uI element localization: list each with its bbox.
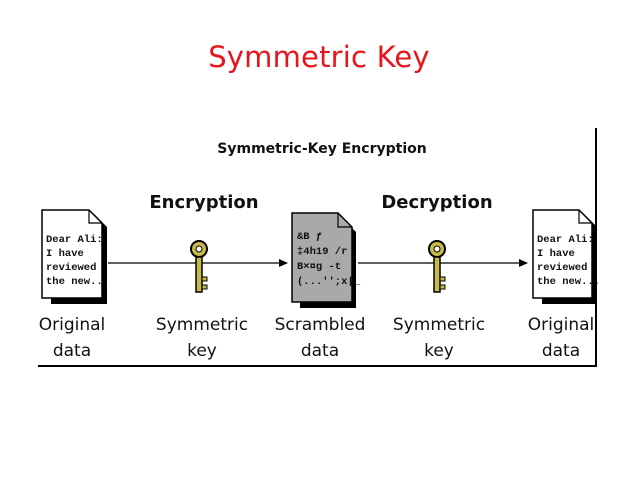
doc-line: reviewed xyxy=(46,262,96,274)
caption-original-left-2: data xyxy=(53,341,91,361)
document-icon: Dear Ali: I have reviewed the new... xyxy=(41,209,109,304)
caption-original-left: Original xyxy=(39,315,106,335)
doc-line: the new... xyxy=(537,276,600,288)
caption-key-right-2: key xyxy=(424,341,454,361)
diagram-title: Symmetric-Key Encryption xyxy=(217,141,426,157)
key-icon xyxy=(190,240,208,293)
arrow-head-right xyxy=(519,259,528,267)
caption-scrambled-2: data xyxy=(301,341,339,361)
caption-key-right: Symmetric xyxy=(393,315,485,335)
doc-line: Dear Ali: xyxy=(46,234,103,246)
slide-title: Symmetric Key xyxy=(208,40,430,74)
doc-line: the new... xyxy=(46,276,109,288)
scrambled-line: (...'';x|_ xyxy=(297,276,361,288)
scrambled-line: B×¤g -t xyxy=(297,261,341,273)
doc-line: I have xyxy=(46,248,84,260)
doc-line: I have xyxy=(537,248,575,260)
key-icon xyxy=(428,240,446,293)
caption-key-left-2: key xyxy=(187,341,217,361)
arrow-head-left xyxy=(279,259,288,267)
doc-line: reviewed xyxy=(537,262,587,274)
scrambled-line: &B ƒ xyxy=(297,231,322,243)
caption-scrambled: Scrambled xyxy=(275,315,366,335)
scrambled-line: ‡4h19 /r xyxy=(297,246,347,258)
doc-line: Dear Ali: xyxy=(537,234,594,246)
document-icon: Dear Ali: I have reviewed the new... xyxy=(532,209,600,304)
caption-key-left: Symmetric xyxy=(156,315,248,335)
caption-original-right-2: data xyxy=(542,341,580,361)
decryption-label: Decryption xyxy=(381,192,492,213)
scrambled-document-icon: &B ƒ ‡4h19 /r B×¤g -t (...'';x|_ xyxy=(291,212,361,308)
encryption-label: Encryption xyxy=(149,192,258,213)
caption-original-right: Original xyxy=(528,315,595,335)
